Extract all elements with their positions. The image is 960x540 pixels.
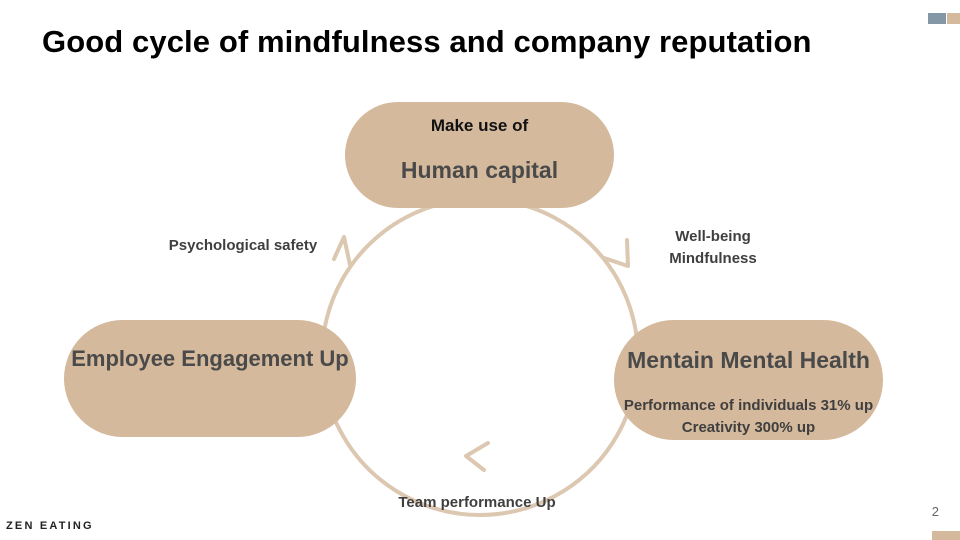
- node-human-capital: [345, 102, 614, 208]
- node-mental-health: [614, 320, 883, 440]
- label-psychological-safety: Psychological safety: [168, 237, 318, 254]
- node-mental-health-line1: Performance of individuals 31% up: [623, 397, 874, 414]
- node-employee-engagement: [64, 320, 356, 437]
- arrowhead-top-right: [602, 238, 630, 268]
- label-team-performance: Team performance Up: [398, 494, 556, 511]
- node-mental-health-line2: Creativity 300% up: [681, 419, 816, 436]
- slide-title: Good cycle of mindfulness and company re…: [42, 24, 812, 59]
- label-mindfulness: Mindfulness: [669, 250, 757, 267]
- footer-accent-tan: [932, 531, 960, 540]
- node-human-capital-subtitle: Make use of: [430, 116, 529, 135]
- brand-logo: ZEN EATING: [6, 520, 94, 532]
- page-number: 2: [931, 504, 939, 519]
- node-human-capital-title: Human capital: [400, 157, 559, 183]
- arrowhead-bottom: [464, 441, 490, 472]
- cycle-arc: [319, 197, 640, 517]
- corner-accent-tan: [947, 13, 960, 24]
- arrowhead-left: [332, 235, 352, 267]
- corner-accent-blue: [928, 13, 946, 24]
- label-well-being: Well-being: [675, 228, 751, 245]
- node-mental-health-title: Mentain Mental Health: [627, 347, 870, 373]
- node-employee-engagement-title: Employee Engagement Up: [71, 346, 349, 371]
